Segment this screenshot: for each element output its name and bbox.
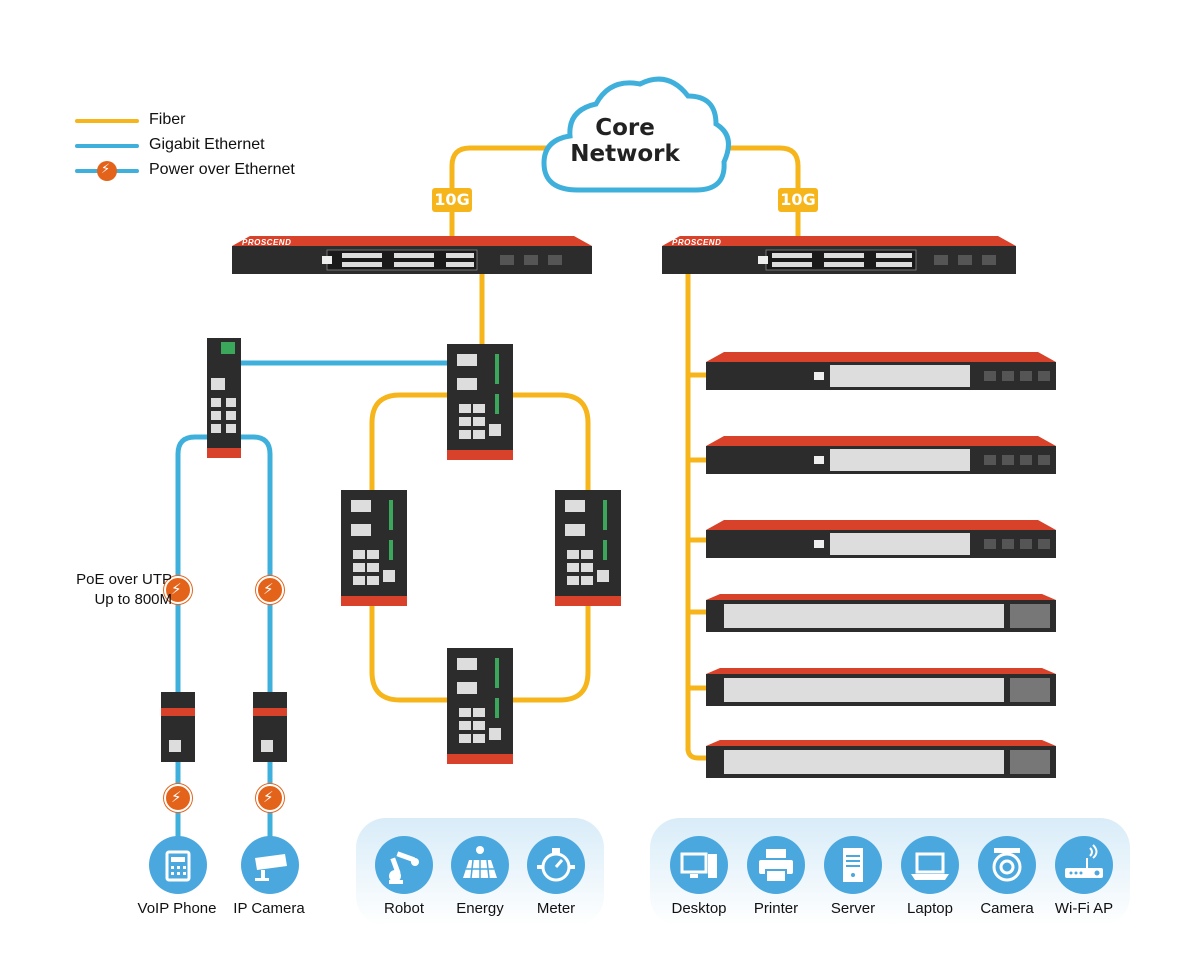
legend-poe-label: Power over Ethernet bbox=[149, 161, 295, 178]
din-switch-ring-right bbox=[555, 490, 621, 606]
core-network-label: Core Network bbox=[560, 115, 690, 167]
access-switch-4 bbox=[706, 594, 1056, 632]
access-switch-2 bbox=[706, 436, 1056, 474]
poe-note-line1: PoE over UTP bbox=[76, 571, 172, 588]
endpoint-label: Desktop bbox=[671, 900, 727, 917]
gigabit-swatch bbox=[75, 144, 139, 148]
speed-badge-left: 10G bbox=[432, 188, 472, 212]
endpoint-label: VoIP Phone bbox=[137, 900, 217, 917]
fiber-swatch bbox=[75, 119, 139, 123]
access-switch-1 bbox=[706, 352, 1056, 390]
fiber-link-core-right bbox=[700, 145, 801, 240]
lightning-bolt-icon bbox=[256, 784, 284, 812]
lightning-bolt-icon bbox=[164, 784, 192, 812]
core-label-line2: Network bbox=[570, 141, 680, 167]
wifi-ap-icon bbox=[1055, 836, 1113, 894]
endpoint-label: Wi-Fi AP bbox=[1054, 900, 1114, 917]
speed-badge-right: 10G bbox=[778, 188, 818, 212]
ip-camera-icon bbox=[241, 836, 299, 894]
endpoint-label: Camera bbox=[980, 900, 1034, 917]
printer-icon bbox=[747, 836, 805, 894]
lightning-bolt-icon bbox=[164, 576, 192, 604]
access-switch-3 bbox=[706, 520, 1056, 558]
robot-arm-icon bbox=[375, 836, 433, 894]
legend-fiber-label: Fiber bbox=[149, 111, 186, 128]
poe-extender-right bbox=[253, 692, 287, 762]
din-switch-ring-left bbox=[341, 490, 407, 606]
solar-panel-icon bbox=[451, 836, 509, 894]
office-group-bg bbox=[650, 818, 1130, 926]
cloud-shape bbox=[541, 76, 731, 193]
access-switch-5 bbox=[706, 668, 1056, 706]
brand-core-right: PROSCEND bbox=[672, 238, 722, 247]
endpoint-label: Printer bbox=[753, 900, 799, 917]
laptop-icon bbox=[901, 836, 959, 894]
voip-phone-icon bbox=[149, 836, 207, 894]
endpoint-label: Robot bbox=[383, 900, 425, 917]
camera-icon bbox=[978, 836, 1036, 894]
poe-link-camera bbox=[240, 434, 273, 692]
meter-icon bbox=[527, 836, 585, 894]
legend-gigabit: Gigabit Ethernet bbox=[75, 135, 355, 157]
poe-extender-left bbox=[161, 692, 195, 762]
din-switch-small bbox=[207, 338, 241, 458]
poe-note: PoE over UTP Up to 800M bbox=[62, 570, 172, 610]
poe-link-voip bbox=[175, 434, 212, 692]
brand-core-left: PROSCEND bbox=[242, 238, 292, 247]
fiber-link-core-left bbox=[449, 145, 548, 240]
legend-fiber: Fiber bbox=[75, 110, 355, 132]
server-icon bbox=[824, 836, 882, 894]
endpoint-label: Laptop bbox=[907, 900, 953, 917]
lightning-bolt-icon bbox=[256, 576, 284, 604]
core-label-line1: Core bbox=[595, 115, 655, 141]
core-switch-left bbox=[232, 236, 592, 274]
access-switch-6 bbox=[706, 740, 1056, 778]
din-switch-ring-bottom bbox=[447, 648, 513, 764]
legend-poe: Power over Ethernet bbox=[75, 160, 355, 182]
endpoint-label: IP Camera bbox=[233, 900, 305, 917]
din-switch-ring-top bbox=[447, 344, 513, 460]
legend-gigabit-label: Gigabit Ethernet bbox=[149, 136, 265, 153]
desktop-icon bbox=[670, 836, 728, 894]
endpoint-label: Meter bbox=[536, 900, 576, 917]
endpoint-label: Energy bbox=[456, 900, 504, 917]
endpoint-label: Server bbox=[830, 900, 876, 917]
lightning-bolt-icon bbox=[97, 161, 117, 181]
core-switch-right bbox=[662, 236, 1016, 274]
poe-note-line2: Up to 800M bbox=[94, 591, 172, 608]
